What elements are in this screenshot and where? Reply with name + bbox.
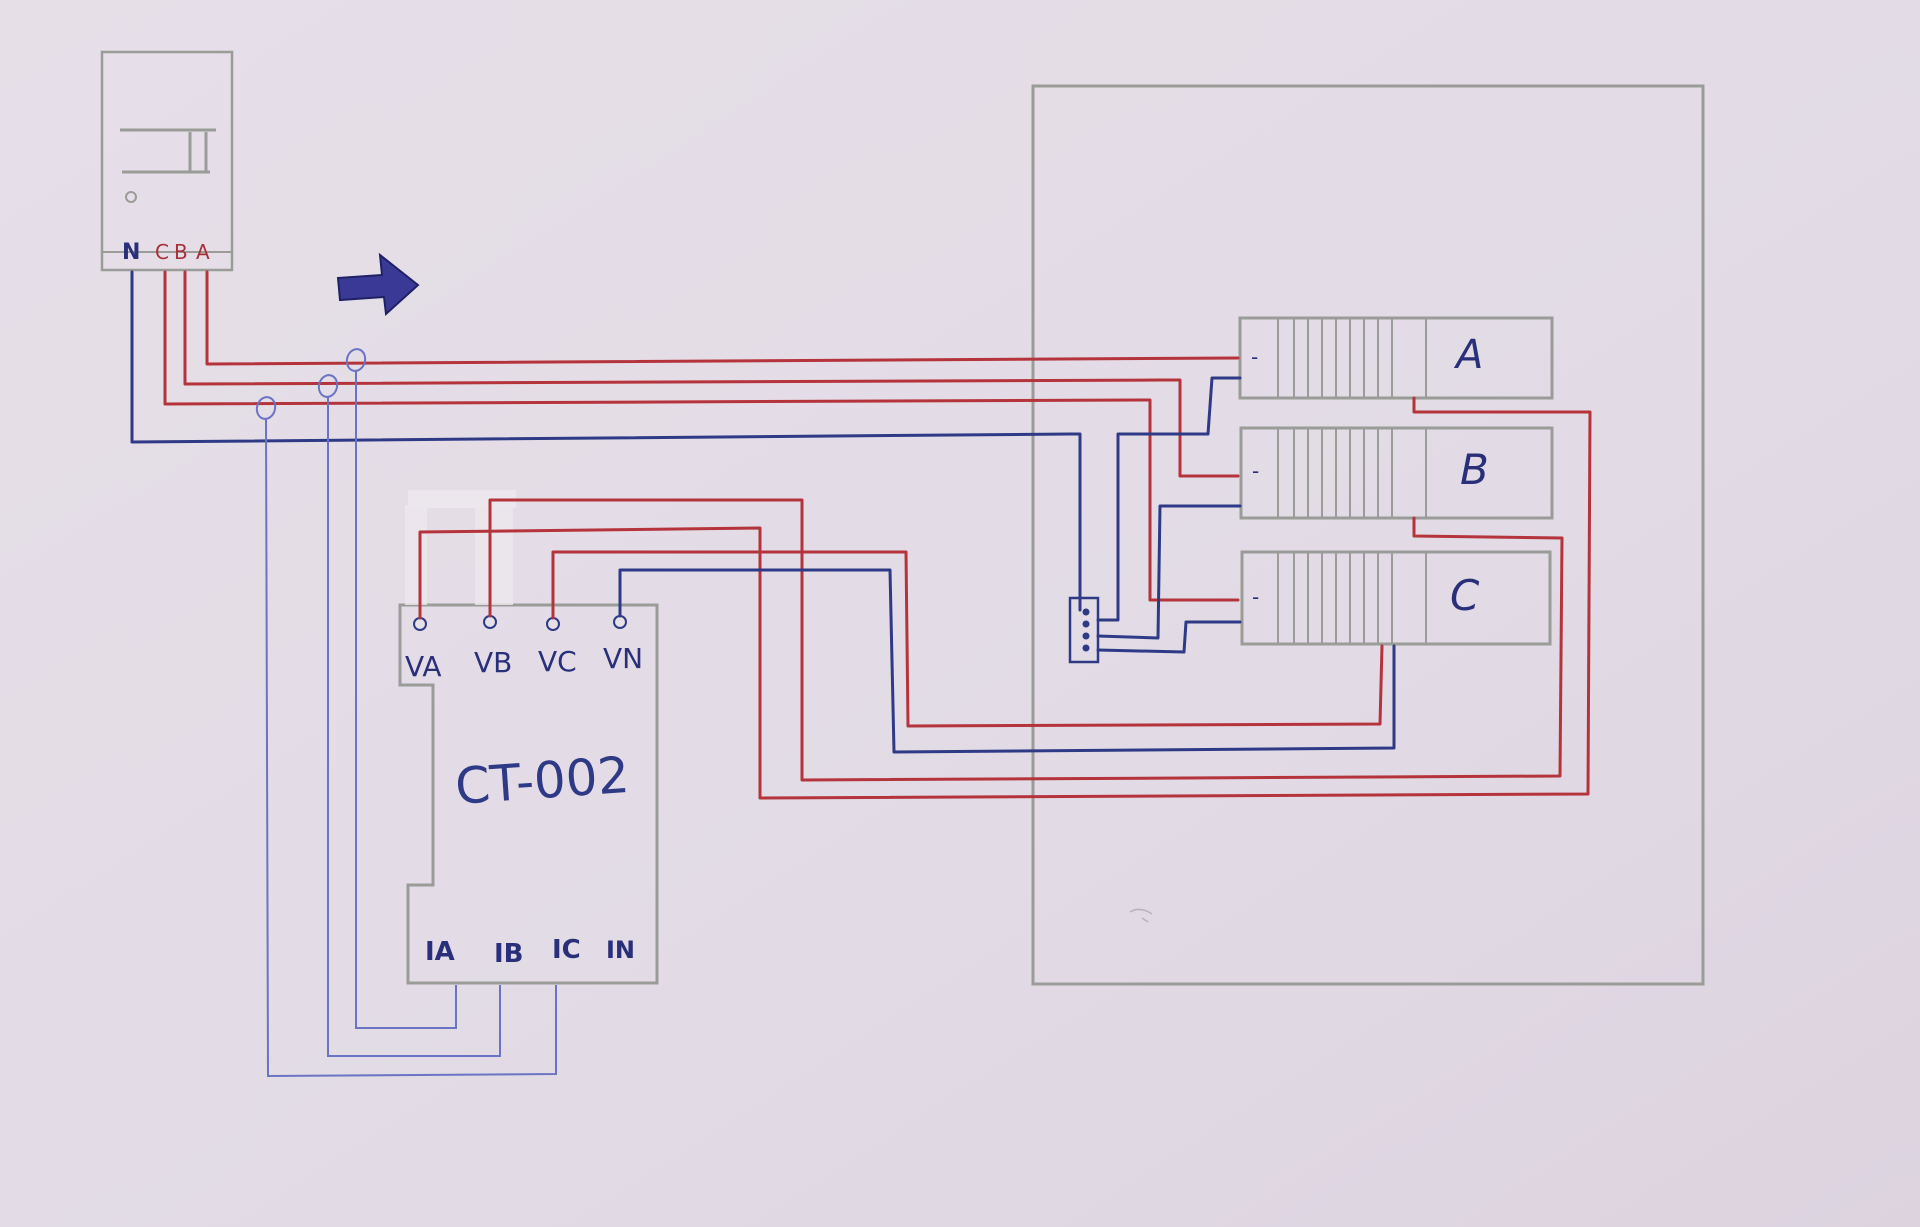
- ct-secondary-wires: [265, 371, 557, 1078]
- direction-arrow-icon: [336, 252, 420, 317]
- ct-terminal-va: VA: [405, 650, 442, 683]
- breaker-a: - A: [1238, 316, 1554, 400]
- breaker-c: - C: [1240, 550, 1552, 646]
- breaker-a-mark: -: [1251, 345, 1258, 369]
- breaker-b: - B: [1239, 426, 1554, 520]
- ct-terminal-ib: IB: [494, 939, 524, 969]
- ct-clamps: [255, 348, 367, 420]
- ct-terminal-vn: VN: [603, 642, 643, 675]
- breaker-c-mark: -: [1252, 585, 1259, 609]
- breaker-b-label: B: [1460, 445, 1489, 494]
- stray-mark: [1129, 908, 1153, 923]
- ct-terminal-ia: IA: [425, 937, 455, 967]
- feeder-wires: [130, 270, 1242, 654]
- ct-module-title: CT-002: [453, 746, 631, 816]
- meter-terminal-a: A: [196, 240, 210, 264]
- meter-terminal-b: B: [174, 240, 188, 264]
- ct-terminal-ic: IC: [552, 935, 581, 965]
- panel-enclosure: [1031, 84, 1705, 986]
- source-meter: N C B A: [100, 50, 234, 272]
- neutral-bar: [1068, 596, 1100, 664]
- meter-terminal-c: C: [155, 240, 169, 264]
- breaker-c-label: C: [1450, 571, 1480, 620]
- ct-terminal-vc: VC: [538, 645, 577, 678]
- ct-module: CT-002 VA VB VC VN IA IB IC IN: [398, 490, 659, 985]
- ct-terminal-in: IN: [606, 936, 635, 964]
- ct-terminal-vb: VB: [474, 646, 512, 679]
- breaker-a-label: A: [1453, 332, 1483, 378]
- meter-terminal-n: N: [122, 240, 140, 265]
- voltage-sense-wires: [418, 396, 1592, 800]
- breaker-b-mark: -: [1252, 459, 1259, 483]
